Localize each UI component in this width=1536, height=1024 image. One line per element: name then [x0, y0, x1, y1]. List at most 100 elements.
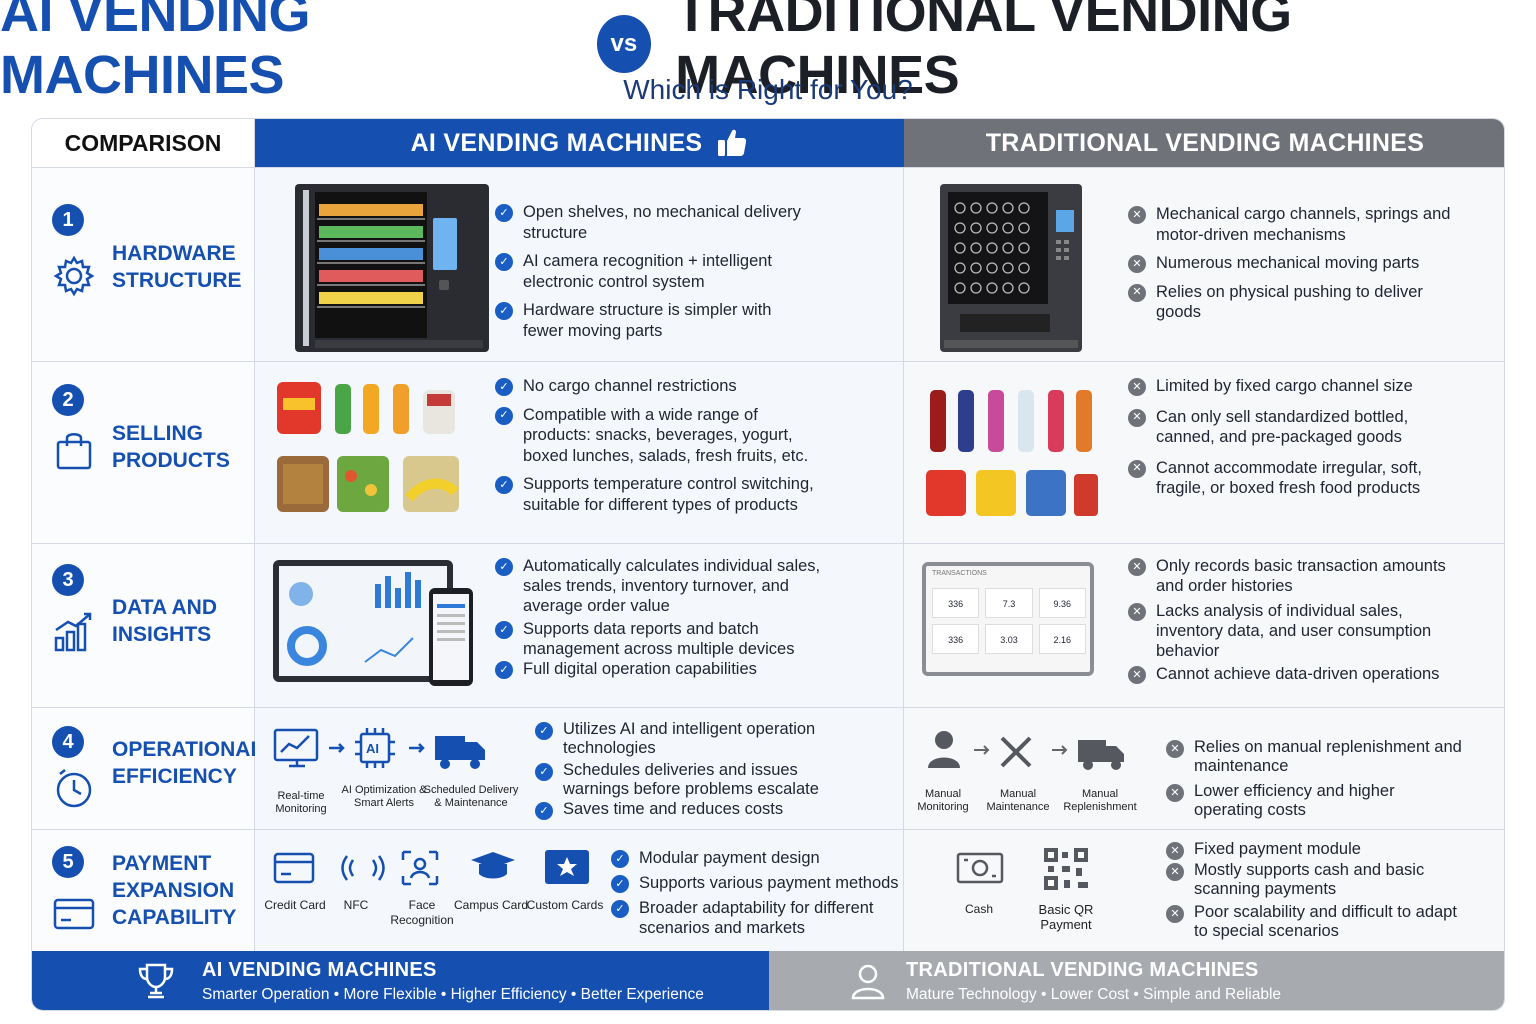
- bar-chart-icon: [54, 612, 92, 652]
- row-number: 1: [52, 204, 84, 236]
- ai-benefits-list: ✓Modular payment design ✓Supports variou…: [611, 848, 901, 938]
- flow-label: Manual Monitoring: [917, 788, 969, 813]
- screen-value: 9.36: [1038, 588, 1086, 618]
- list-item: ✕Numerous mechanical moving parts: [1128, 253, 1458, 274]
- check-icon: ✓: [611, 850, 629, 868]
- cross-icon: ✕: [1166, 905, 1184, 923]
- clock-icon: [56, 769, 92, 808]
- column-header-ai-label: AI VENDING MACHINES: [410, 128, 703, 157]
- flow-label: Real-time Monitoring: [275, 790, 327, 815]
- check-icon: ✓: [611, 900, 629, 918]
- cross-icon: ✕: [1128, 255, 1146, 273]
- flow-label: Scheduled Delivery & Maintenance: [423, 784, 519, 809]
- assorted-products-image: [277, 382, 459, 512]
- cross-icon: ✕: [1128, 666, 1146, 684]
- row-data-insights: 3 DATA AND INSIGHTS: [32, 543, 1504, 707]
- list-item: ✕Lower efficiency and higher operating c…: [1166, 782, 1466, 820]
- cash-and-qr-icons: [956, 848, 1088, 890]
- list-item: ✕Cannot accommodate irregular, soft, fra…: [1128, 458, 1468, 499]
- list-item: ✓Full digital operation capabilities: [495, 659, 825, 679]
- row-number: 2: [52, 384, 84, 416]
- user-icon: [851, 964, 885, 1000]
- row-label: 2 SELLING PRODUCTS: [32, 362, 255, 543]
- check-icon: ✓: [495, 302, 513, 320]
- list-item: ✓Compatible with a wide range of product…: [495, 405, 830, 467]
- standardized-products-image: [926, 390, 1098, 516]
- footer-traditional-summary: TRADITIONAL VENDING MACHINES Mature Tech…: [769, 951, 1504, 1010]
- cross-icon: ✕: [1128, 603, 1146, 621]
- row-title: DATA AND INSIGHTS: [112, 596, 217, 646]
- subtitle: Which is Right for You?: [623, 74, 913, 105]
- traditional-vending-machine-image: [940, 184, 1082, 352]
- list-item: ✓Modular payment design: [611, 848, 901, 868]
- main-title: AI VENDING MACHINES vs TRADITIONAL VENDI…: [0, 0, 1536, 105]
- traditional-limits-list: ✕Mechanical cargo channels, springs and …: [1128, 204, 1458, 331]
- traditional-cell: ✕Mechanical cargo channels, springs and …: [904, 168, 1504, 361]
- cross-icon: ✕: [1166, 740, 1184, 758]
- ai-cell: ✓Open shelves, no mechanical delivery st…: [255, 168, 904, 361]
- payment-methods-icons: [273, 850, 589, 886]
- ai-cell: Credit Card NFC Face Recognition Campus …: [255, 830, 904, 951]
- row-operational-efficiency: 4 OPERATIONAL EFFICIENCY AI Real-: [32, 707, 1504, 829]
- payment-label: Face Recognition: [390, 898, 454, 927]
- flow-label: Manual Maintenance: [986, 788, 1050, 813]
- cross-icon: ✕: [1128, 558, 1146, 576]
- row-label: 1 HARDWARE STRUCTURE: [32, 168, 255, 361]
- payment-label: Basic QR Payment: [1038, 902, 1094, 932]
- check-icon: ✓: [495, 558, 513, 576]
- table-header: COMPARISON AI VENDING MACHINES TRADITION…: [32, 119, 1504, 167]
- screen-value: 7.3: [985, 588, 1033, 618]
- list-item: ✓Open shelves, no mechanical delivery st…: [495, 202, 815, 243]
- payment-label: NFC: [343, 898, 369, 912]
- ai-benefits-list: ✓Automatically calculates individual sal…: [495, 556, 825, 679]
- list-item: ✕Relies on manual replenishment and main…: [1166, 738, 1466, 776]
- manual-operations-flow: [928, 731, 1124, 770]
- screen-header: TRANSACTIONS: [932, 570, 987, 577]
- check-icon: ✓: [611, 875, 629, 893]
- analytics-dashboard-image: [273, 560, 473, 686]
- row-title: PAYMENT EXPANSION CAPABILITY: [112, 852, 237, 929]
- list-item: ✕Cannot achieve data-driven operations: [1128, 664, 1468, 684]
- row-number: 3: [52, 564, 84, 596]
- summary-footer: AI VENDING MACHINES Smarter Operation • …: [32, 951, 1504, 1010]
- gear-icon: [53, 255, 95, 297]
- payment-label: Campus Card: [453, 898, 529, 912]
- cross-icon: ✕: [1128, 283, 1146, 302]
- check-icon: ✓: [495, 378, 513, 396]
- list-item: ✕Lacks analysis of individual sales, inv…: [1128, 601, 1468, 661]
- check-icon: ✓: [535, 722, 553, 740]
- screen-value: 336: [932, 588, 980, 618]
- list-item: ✕Poor scalability and difficult to adapt…: [1166, 903, 1466, 941]
- trophy-icon: [138, 963, 174, 999]
- cross-icon: ✕: [1166, 842, 1184, 860]
- list-item: ✓Automatically calculates individual sal…: [495, 556, 825, 616]
- check-icon: ✓: [495, 204, 513, 222]
- ai-operations-flow: AI: [273, 728, 485, 769]
- traditional-limits-list: ✕Fixed payment module ✕Mostly supports c…: [1166, 840, 1466, 941]
- row-title: HARDWARE STRUCTURE: [112, 242, 242, 292]
- check-icon: ✓: [535, 802, 553, 820]
- row-payment-expansion: 5 PAYMENT EXPANSION CAPABILITY C: [32, 829, 1504, 951]
- column-header-comparison: COMPARISON: [32, 119, 255, 167]
- thumbs-up-icon: [718, 129, 747, 156]
- list-item: ✓AI camera recognition + intelligent ele…: [495, 251, 815, 292]
- payment-label: Cash: [964, 902, 993, 916]
- footer-traditional-title: TRADITIONAL VENDING MACHINES: [906, 959, 1259, 981]
- column-header-traditional: TRADITIONAL VENDING MACHINES: [904, 119, 1504, 167]
- list-item: ✓No cargo channel restrictions: [495, 376, 830, 397]
- ai-benefits-list: ✓No cargo channel restrictions ✓Compatib…: [495, 376, 830, 523]
- check-icon: ✓: [495, 476, 513, 494]
- title-ai: AI VENDING MACHINES: [0, 0, 311, 105]
- ai-cell: AI Real-time Monitoring AI Optimization …: [255, 708, 904, 829]
- ai-vending-machine-image: [295, 184, 489, 352]
- cross-icon: ✕: [1166, 784, 1184, 802]
- list-item: ✓Schedules deliveries and issues warning…: [535, 761, 855, 799]
- check-icon: ✓: [495, 661, 513, 679]
- list-item: ✕Mechanical cargo channels, springs and …: [1128, 204, 1458, 245]
- flow-label: Manual Replenishment: [1063, 788, 1137, 813]
- list-item: ✓Supports data reports and batch managem…: [495, 619, 825, 659]
- list-item: ✓Utilizes AI and intelligent operation t…: [535, 720, 855, 758]
- ai-benefits-list: ✓Utilizes AI and intelligent operation t…: [535, 720, 855, 820]
- cross-icon: ✕: [1128, 378, 1146, 396]
- traditional-cell: Manual Monitoring Manual Maintenance Man…: [904, 708, 1504, 829]
